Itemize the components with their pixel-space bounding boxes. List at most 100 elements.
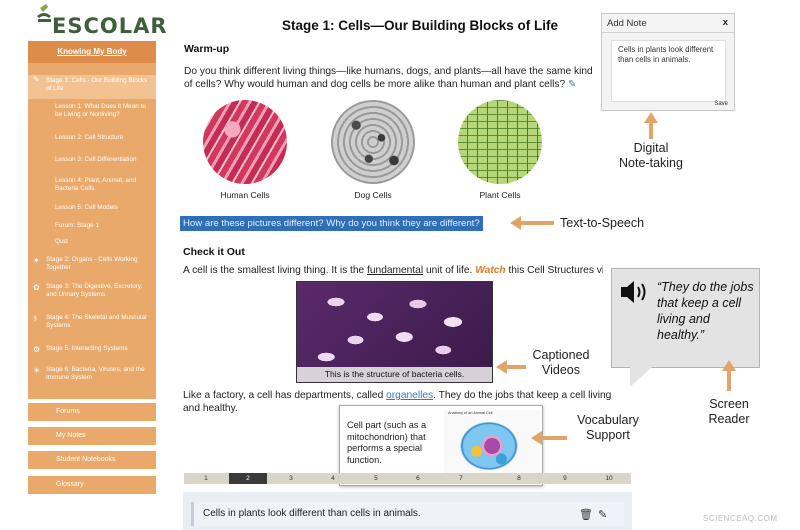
sidebar-item-lesson-5[interactable]: Lesson 5: Cell Models <box>55 204 118 211</box>
sidebar-item-stage-4[interactable]: ⚕ Stage 4: The Skeletal and Muscular Sys… <box>33 314 148 329</box>
animal-cell-diagram: Anatomy of an Animal Cell <box>444 410 540 482</box>
page-1-button[interactable]: 1 <box>204 475 208 482</box>
sidebar-item-stage-2[interactable]: ✦ Stage 2: Organs - Cells Working Togeth… <box>33 256 138 271</box>
tts-highlighted-text[interactable]: How are these pictures different? Why do… <box>180 216 483 231</box>
sidebar-item-stage-6[interactable]: ☀ Stage 6: Bacteria, Viruses, and the Im… <box>33 366 145 381</box>
captioned-arrow-head <box>496 360 507 374</box>
page-2-button[interactable]: 2 <box>229 473 267 484</box>
screen-reader-quote: “They do the jobs that keep a cell livin… <box>657 280 754 342</box>
stage4-icon: ⚕ <box>33 314 38 323</box>
escolar-logo: ESCOLAR <box>34 4 167 38</box>
page-8-button[interactable]: 8 <box>517 475 521 482</box>
saved-note[interactable]: Cells in plants look different than cell… <box>191 502 624 526</box>
captioned-arrow <box>506 365 526 369</box>
screen-reader-arrow <box>727 369 731 391</box>
stage3-icon: ✿ <box>33 283 40 292</box>
add-note-title: Add Note <box>602 14 734 33</box>
warmup-heading: Warm-up <box>184 43 230 55</box>
note-taking-arrow <box>649 121 653 139</box>
vocabulary-definition: Cell part (such as a mitochondrion) that… <box>347 420 427 465</box>
page-5-button[interactable]: 5 <box>374 475 378 482</box>
my-notes-button[interactable]: My Notes <box>28 427 156 445</box>
sidebar-header[interactable]: Knowing My Body <box>28 41 156 63</box>
sidebar-item-lesson-4[interactable]: Lesson 4: Plant, Animal, and Bacteria Ce… <box>55 177 136 192</box>
plant-cells-image <box>458 100 542 184</box>
screen-reader-label: Screen Reader <box>708 397 750 426</box>
stage5-icon: ⚙ <box>33 345 41 354</box>
vocabulary-popup: Cell part (such as a mitochondrion) that… <box>339 405 543 486</box>
pagination: 1 2 3 4 5 6 7 8 9 10 <box>184 473 631 484</box>
organelles-paragraph: Like a factory, a cell has departments, … <box>183 389 623 415</box>
note-save-button[interactable]: Save <box>714 101 728 107</box>
note-taking-arrow-head <box>644 112 658 123</box>
bacteria-video[interactable]: This is the structure of bacteria cells. <box>296 281 493 383</box>
screen-reader-bubble: “They do the jobs that keep a cell livin… <box>611 268 760 368</box>
animal-cell-diagram-title: Anatomy of an Animal Cell <box>448 411 493 415</box>
sidebar-item-stage-3[interactable]: ✿ Stage 3: The Digestive, Excretory, and… <box>33 283 143 298</box>
page-10-button[interactable]: 10 <box>605 475 613 482</box>
check-it-out-text: A cell is the smallest living thing. It … <box>183 265 603 276</box>
stage1-icon: ✎ <box>33 75 40 84</box>
trash-icon[interactable]: 🗑 <box>579 509 593 521</box>
warmup-line-1: Do you think different living things—lik… <box>184 66 593 77</box>
stage6-icon: ☀ <box>33 366 41 375</box>
escolar-logo-icon <box>37 4 51 22</box>
note-textarea[interactable]: Cells in plants look different than cell… <box>611 40 726 102</box>
sidebar-item-forum-stage-1[interactable]: Forum: Stage 1 <box>55 222 100 229</box>
captioned-videos-label: Captioned Videos <box>532 348 590 377</box>
stage2-icon: ✦ <box>33 256 40 265</box>
logo-text: ESCOLAR <box>52 14 168 38</box>
page-9-button[interactable]: 9 <box>563 475 567 482</box>
dog-cells-image <box>331 100 415 184</box>
add-note-panel: Add Note x Cells in plants look differen… <box>601 13 735 111</box>
page-6-button[interactable]: 6 <box>416 475 420 482</box>
page-7-button[interactable]: 7 <box>459 475 463 482</box>
note-taking-label: Digital Note-taking <box>619 141 683 170</box>
screen-reader-arrow-head <box>722 360 736 371</box>
course-sidebar: Knowing My Body ✎ Stage 1: Cells - Our B… <box>28 41 156 399</box>
page-title: Stage 1: Cells—Our Building Blocks of Li… <box>282 18 559 33</box>
sidebar-item-stage-5[interactable]: ⚙ Stage 5: Interacting Systems <box>33 345 128 354</box>
fundamental-term[interactable]: fundamental <box>367 265 424 276</box>
watch-link[interactable]: Watch <box>475 265 506 276</box>
saved-notes-bar: Cells in plants look different than cell… <box>183 492 632 530</box>
tts-arrow-head <box>510 216 521 230</box>
cell-images: Human Cells Dog Cells Plant Cells <box>195 100 555 202</box>
student-notebooks-button[interactable]: Student Notebooks <box>28 451 156 469</box>
forums-button[interactable]: Forums <box>28 403 156 421</box>
tts-label: Text-to-Speech <box>560 216 645 230</box>
dog-cells-figure: Dog Cells <box>323 100 423 200</box>
organelles-line-1: Like a factory, a cell has departments, … <box>183 390 612 401</box>
check-it-out-heading: Check it Out <box>183 246 245 258</box>
organelles-line-2: and healthy. <box>183 403 238 414</box>
edit-icon[interactable]: ✎ <box>598 509 608 521</box>
screen-reader-bubble-tail <box>630 367 652 387</box>
vocab-arrow-head <box>531 431 542 445</box>
page-4-button[interactable]: 4 <box>331 475 335 482</box>
organelles-link[interactable]: organelles <box>386 390 434 401</box>
speaker-icon <box>621 281 646 303</box>
sidebar-item-lesson-1[interactable]: Lesson 1: What Does it Mean to be Living… <box>55 103 146 118</box>
sidebar-item-quiz[interactable]: Quiz <box>55 238 69 245</box>
glossary-button[interactable]: Glossary <box>28 476 156 494</box>
sidebar-item-lesson-2[interactable]: Lesson 2: Cell Structure <box>55 134 124 141</box>
page-3-button[interactable]: 3 <box>289 475 293 482</box>
human-cells-figure: Human Cells <box>195 100 295 200</box>
pencil-icon[interactable]: ✎ <box>567 79 577 90</box>
human-cells-caption: Human Cells <box>220 190 270 200</box>
sidebar-item-lesson-3[interactable]: Lesson 3: Cell Differentiation <box>55 156 137 163</box>
plant-cells-figure: Plant Cells <box>450 100 550 200</box>
warmup-line-2: of cells? Why would human and dog cells … <box>184 79 577 90</box>
human-cells-image <box>203 100 287 184</box>
tts-arrow <box>520 221 554 225</box>
animal-cell-illustration <box>458 420 520 472</box>
watermark: SCIENCEAQ.COM <box>703 514 778 523</box>
vocabulary-support-label: Vocabulary Support <box>577 413 639 442</box>
vocab-arrow <box>541 436 567 440</box>
plant-cells-caption: Plant Cells <box>479 190 521 200</box>
sidebar-item-stage-1[interactable]: ✎ Stage 1: Cells - Our Building Blocks o… <box>28 75 156 99</box>
warmup-text: Do you think different living things—lik… <box>184 65 604 91</box>
dog-cells-caption: Dog Cells <box>354 190 392 200</box>
close-icon[interactable]: x <box>722 17 728 28</box>
video-caption: This is the structure of bacteria cells. <box>297 367 492 382</box>
